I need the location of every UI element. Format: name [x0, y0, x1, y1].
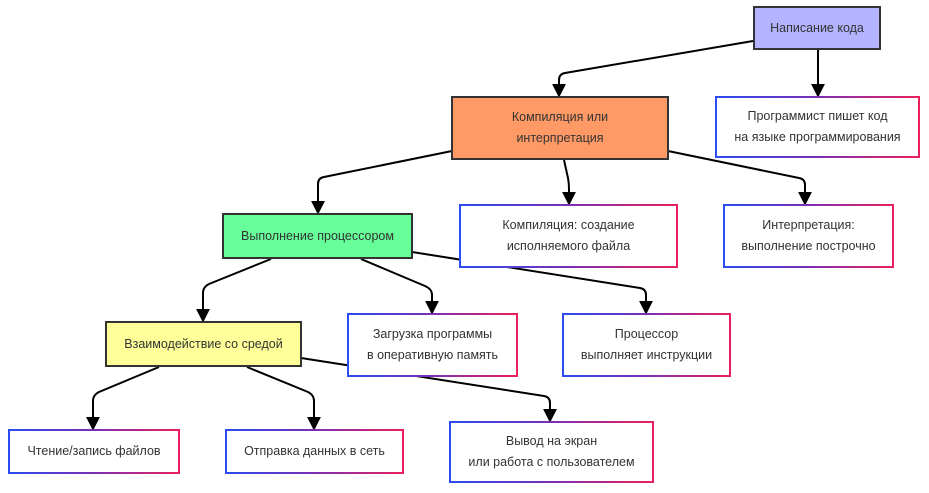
node-compile: Компиляция или интерпретация — [451, 96, 669, 160]
node-load-desc: Загрузка программы в оперативную память — [347, 313, 518, 377]
node-files: Чтение/запись файлов — [8, 429, 180, 474]
node-network: Отправка данных в сеть — [225, 429, 404, 474]
edge-interaction-to-network — [246, 366, 321, 431]
node-coding: Написание кода — [753, 6, 881, 50]
node-load-desc-label: Загрузка программы в оперативную память — [366, 327, 499, 362]
edge-coding-to-compile — [552, 40, 754, 98]
node-compile-label: Компиляция или интерпретация — [511, 110, 609, 145]
node-output: Вывод на экран или работа с пользователе… — [449, 421, 654, 483]
edge-interaction-to-output — [300, 357, 557, 423]
edge-compile-to-compile-desc — [562, 159, 576, 206]
edge-execution-to-cpu-desc — [411, 251, 653, 315]
edge-interaction-to-files — [86, 366, 160, 431]
edge-compile-to-execution — [311, 150, 453, 215]
node-interpret-desc-label: Интерпретация: выполнение построчно — [741, 218, 876, 253]
node-output-label: Вывод на экран или работа с пользователе… — [468, 434, 635, 469]
node-compile-desc: Компиляция: создание исполняемого файла — [459, 204, 678, 268]
node-coding-desc: Программист пишет код на языке программи… — [715, 96, 920, 158]
node-execution: Выполнение процессором — [222, 213, 413, 259]
node-cpu-desc-label: Процессор выполняет инструкции — [580, 327, 713, 362]
node-files-label: Чтение/запись файлов — [27, 444, 161, 458]
node-interaction-label: Взаимодействие со средой — [124, 336, 283, 351]
edge-execution-to-load-desc — [360, 258, 439, 315]
node-coding-desc-label: Программист пишет код на языке программи… — [734, 109, 901, 144]
node-cpu-desc: Процессор выполняет инструкции — [562, 313, 731, 377]
edge-compile-to-interpret-desc — [667, 150, 812, 206]
node-network-label: Отправка данных в сеть — [244, 444, 385, 458]
node-execution-label: Выполнение процессором — [241, 228, 394, 243]
node-interpret-desc: Интерпретация: выполнение построчно — [723, 204, 894, 268]
node-coding-label: Написание кода — [770, 20, 864, 35]
edge-execution-to-interaction — [196, 258, 272, 323]
node-interaction: Взаимодействие со средой — [105, 321, 302, 367]
node-compile-desc-label: Компиляция: создание исполняемого файла — [502, 218, 635, 253]
